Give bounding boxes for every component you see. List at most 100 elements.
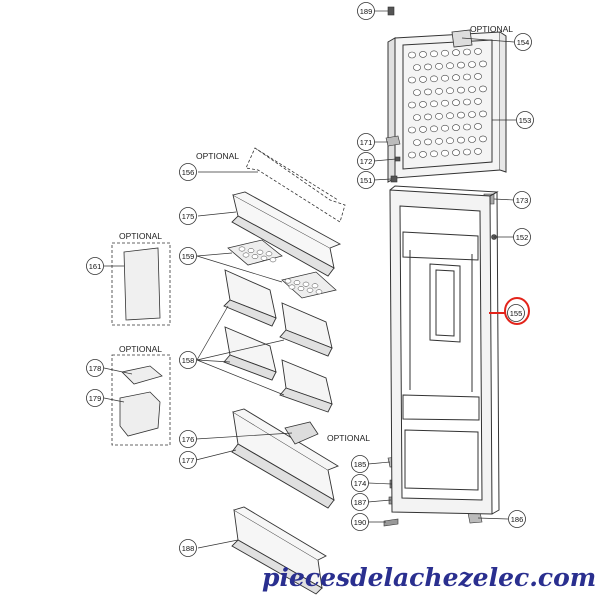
highlight-155 xyxy=(489,297,530,325)
bottle-bin-177 xyxy=(231,408,340,509)
panel-dot xyxy=(479,135,487,143)
panel-dot xyxy=(457,61,465,69)
callout-circle xyxy=(179,451,197,469)
door-panel-dot-grid xyxy=(408,48,487,159)
panel-dot xyxy=(457,86,465,94)
panel-dot xyxy=(430,125,438,133)
callout-number: 189 xyxy=(360,7,373,16)
panel-dot xyxy=(463,98,471,106)
panel-dot xyxy=(430,100,438,108)
callout-circle xyxy=(513,191,531,209)
callout-number: 176 xyxy=(182,435,195,444)
panel-dot xyxy=(413,139,421,146)
panel-dot xyxy=(413,114,421,121)
callout-number: 154 xyxy=(517,38,530,47)
callout-156: 156 xyxy=(179,163,197,181)
panel-dot xyxy=(457,136,465,144)
callout-number: 161 xyxy=(89,262,102,271)
panel-dot xyxy=(424,138,432,146)
panel-dot xyxy=(468,86,476,93)
callout-circle xyxy=(516,111,534,129)
panel-dot xyxy=(468,111,476,118)
callout-173: 173 xyxy=(513,191,531,209)
callout-176: 176 xyxy=(179,430,197,448)
egg-cup xyxy=(242,252,250,258)
callout-171: 171 xyxy=(357,133,375,151)
callout-circle xyxy=(357,133,375,151)
panel-dot xyxy=(419,76,427,83)
callout-circle xyxy=(508,510,526,528)
panel-dot xyxy=(435,138,443,145)
callout-number: 190 xyxy=(354,518,367,527)
callout-190: 190 xyxy=(351,513,369,531)
callout-186: 186 xyxy=(508,510,526,528)
optional-label-176: OPTIONAL xyxy=(327,433,370,443)
callout-circle xyxy=(357,171,375,189)
panel-dot xyxy=(446,137,454,144)
callout-circle xyxy=(514,33,532,51)
door-bin-158-b xyxy=(279,302,333,357)
panel-dot xyxy=(435,63,443,70)
callout-178: 178 xyxy=(86,359,104,377)
panel-dot xyxy=(419,151,427,158)
callout-circle xyxy=(513,228,531,246)
callout-188: 188 xyxy=(179,539,197,557)
egg-cup xyxy=(260,255,268,261)
panel-dot xyxy=(408,51,416,59)
callout-number: 153 xyxy=(519,116,532,125)
egg-cup xyxy=(247,248,255,254)
egg-cup xyxy=(315,289,323,295)
panel-dot xyxy=(452,124,460,131)
panel-dot xyxy=(474,123,482,130)
panel-dot xyxy=(479,60,487,68)
panel-dot xyxy=(408,126,416,134)
callout-number: 158 xyxy=(182,356,195,365)
egg-cup xyxy=(265,251,273,257)
callout-circle xyxy=(86,389,104,407)
egg-cup xyxy=(311,283,319,289)
callout-circle xyxy=(179,207,197,225)
callout-number: 155 xyxy=(510,309,523,318)
optional-label-161: OPTIONAL xyxy=(119,231,162,241)
callout-158: 158 xyxy=(179,351,197,369)
egg-cup xyxy=(302,281,310,287)
optional-label-154: OPTIONAL xyxy=(470,24,513,34)
callout-number: 174 xyxy=(354,479,367,488)
panel-dot xyxy=(463,148,471,156)
panel-dot xyxy=(463,73,471,81)
callout-172: 172 xyxy=(357,152,375,170)
callout-number: 151 xyxy=(360,176,373,185)
door-bin-158-a xyxy=(223,269,277,327)
callout-circle xyxy=(351,493,369,511)
callout-152: 152 xyxy=(513,228,531,246)
callout-number: 171 xyxy=(360,138,373,147)
callout-159: 159 xyxy=(179,247,197,265)
callout-153: 153 xyxy=(516,111,534,129)
panel-dot xyxy=(474,148,482,155)
panel-dot xyxy=(457,111,465,119)
panel-dot xyxy=(424,63,432,71)
egg-cup xyxy=(297,286,305,292)
optional-box-161 xyxy=(111,242,171,326)
callout-185: 185 xyxy=(351,455,369,473)
panel-dot xyxy=(435,88,443,95)
callout-circle xyxy=(351,513,369,531)
optional-box-178-179 xyxy=(111,354,171,446)
callout-number: 152 xyxy=(516,233,529,242)
panel-dot xyxy=(463,123,471,131)
panel-dot xyxy=(479,85,487,93)
panel-dot xyxy=(446,112,454,119)
callout-circle xyxy=(351,455,369,473)
callout-number: 159 xyxy=(182,252,195,261)
egg-cup xyxy=(251,254,259,260)
callout-179: 179 xyxy=(86,389,104,407)
callout-circle xyxy=(179,351,197,369)
panel-dot xyxy=(430,150,438,158)
callout-151: 151 xyxy=(357,171,375,189)
panel-dot xyxy=(413,64,421,71)
callout-number: 187 xyxy=(354,498,367,507)
panel-dot xyxy=(408,151,416,159)
egg-cup xyxy=(269,257,277,263)
callout-174: 174 xyxy=(351,474,369,492)
